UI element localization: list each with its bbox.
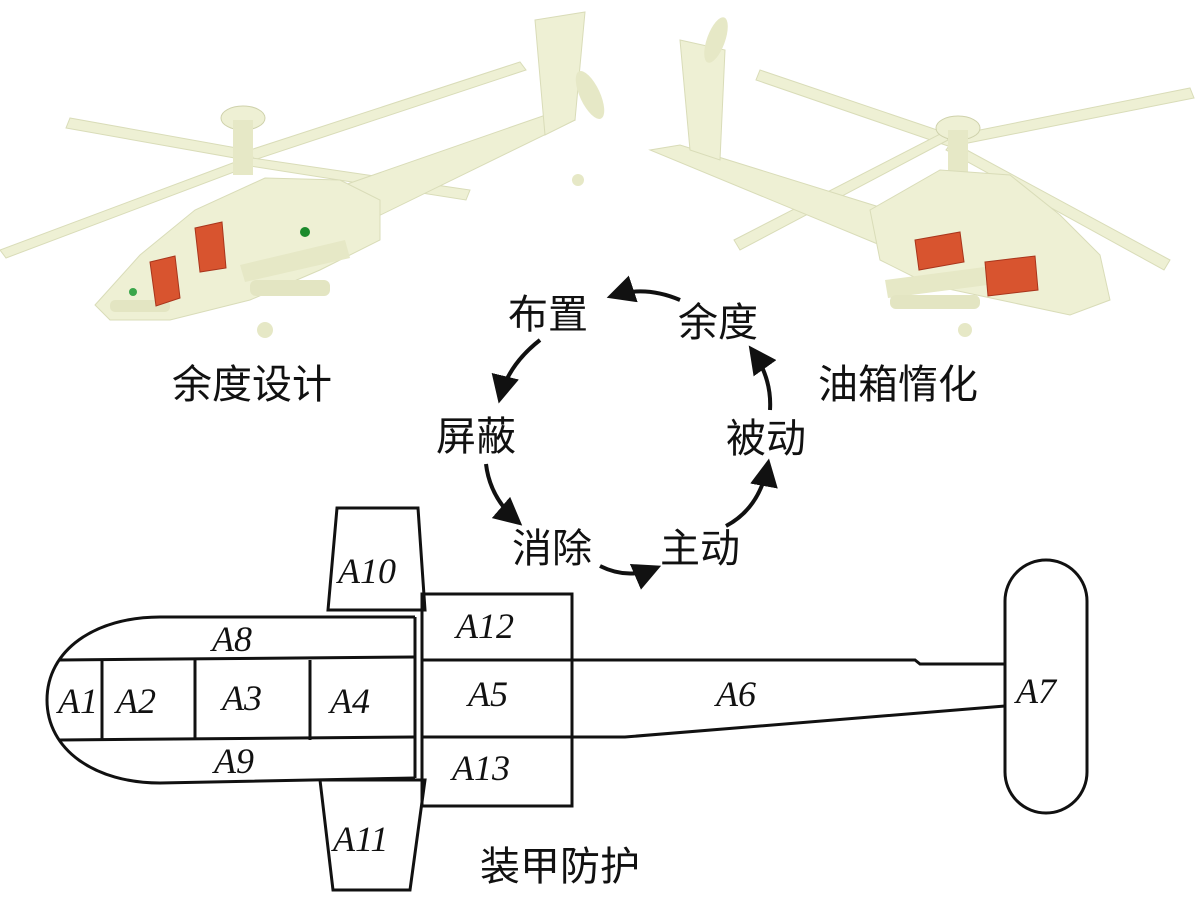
cycle-arrow-shield-to-eliminate [484,463,523,526]
zone-label-a5: A5 [466,674,508,714]
cycle-node-eliminate: 消除 [512,526,592,572]
zone-label-a4: A4 [328,681,370,721]
right-helicopter-model [648,17,1195,337]
cycle-arrow-layout-to-shield [491,338,542,404]
zone-label-a6: A6 [714,674,756,714]
zone-box-a10 [326,506,427,612]
caption-fuel-tank-inerting: 油箱惰化 [818,362,978,408]
zone-label-a2: A2 [114,681,156,721]
cycle-arrow-redundancy-to-layout [606,275,681,303]
zone-label-a10: A10 [336,551,396,591]
survivability-cycle: 布置 余度 被动 主动 消除 屏蔽 [436,275,806,590]
cycle-arrow-passive-to-redundancy [748,345,777,411]
zone-box-a11 [318,778,427,892]
cycle-node-active: 主动 [660,526,740,572]
caption-armor-protection: 装甲防护 [480,844,640,890]
armor-zone-diagram [45,506,1089,892]
cycle-node-shield: 屏蔽 [436,414,516,460]
cycle-node-passive: 被动 [726,416,806,462]
zone-label-a7: A7 [1014,671,1058,711]
cycle-arrow-active-to-passive [725,458,778,528]
zone-label-a1: A1 [56,681,98,721]
cycle-arrow-eliminate-to-active [599,563,662,590]
zone-box-a6 [572,658,1005,666]
left-helicopter-model [0,11,605,338]
zone-label-a8: A8 [210,619,252,659]
cycle-node-redundancy: 余度 [678,300,758,346]
cycle-node-layout: 布置 [508,292,588,338]
zone-labels: A1 A2 A3 A4 A5 A6 A7 A8 A9 A10 A11 A12 A… [56,551,1058,859]
caption-redundancy-design: 余度设计 [172,362,332,408]
zone-label-a13: A13 [450,748,510,788]
zone-box-center [420,592,574,808]
nose-outline [45,615,416,785]
zone-label-a11: A11 [331,819,388,859]
zone-label-a9: A9 [212,741,254,781]
zone-box-a7 [1003,558,1089,815]
zone-label-a3: A3 [220,678,262,718]
zone-label-a12: A12 [454,606,514,646]
